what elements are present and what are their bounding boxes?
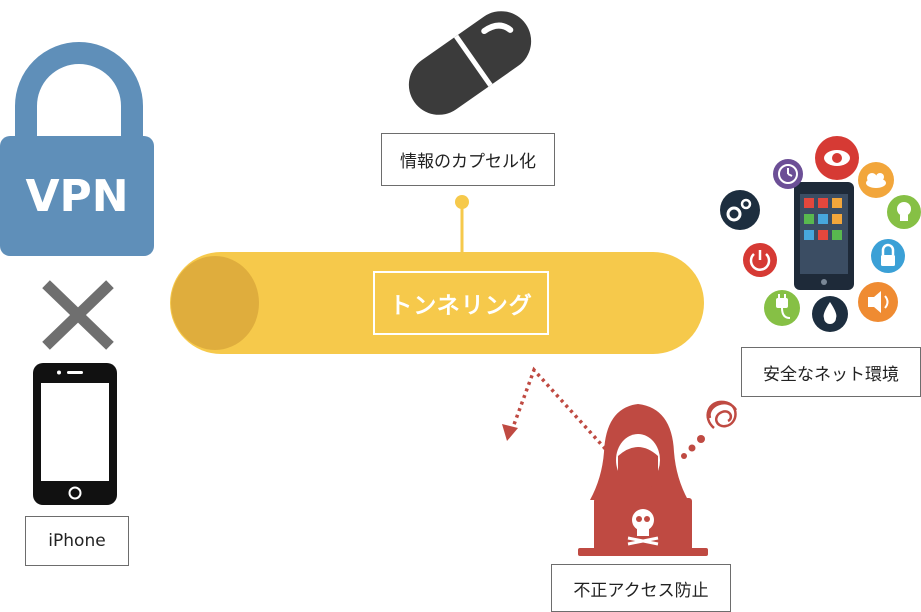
hacker-icon [578, 400, 738, 556]
cross-icon [42, 280, 114, 350]
light-bulb-icon [887, 195, 921, 229]
water-drop-icon [812, 296, 848, 332]
deflect-arrow [502, 366, 612, 456]
clock-icon [773, 159, 803, 189]
eye-icon [815, 136, 859, 180]
gear-icon [720, 190, 760, 230]
secure-network-label: 安全なネット環境 [741, 347, 921, 397]
iphone-label: iPhone [25, 516, 129, 566]
tunnel-label: トンネリング [373, 271, 549, 335]
capsule-label: 情報のカプセル化 [381, 133, 555, 186]
capsule-icon [408, 11, 532, 115]
secure-network-icon [720, 136, 921, 332]
speaker-icon [858, 282, 898, 322]
capsule-connector [455, 195, 469, 256]
hacker-label: 不正アクセス防止 [551, 564, 731, 612]
vpn-lock-icon: VPN [0, 42, 154, 256]
vpn-lock-text: VPN [25, 171, 128, 222]
cloud-icon [858, 162, 894, 198]
iphone-icon [33, 363, 117, 505]
plug-icon [764, 290, 800, 326]
lock-icon [871, 239, 905, 273]
power-icon [743, 243, 777, 277]
tunnel-tube [170, 252, 704, 354]
